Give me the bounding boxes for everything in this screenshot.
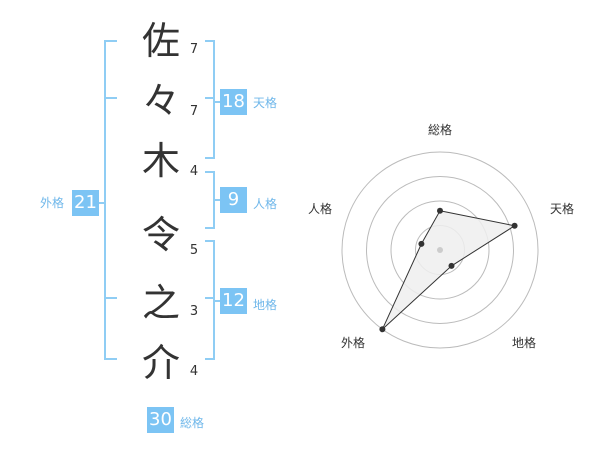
soukaku-badge: 30 bbox=[147, 407, 174, 433]
name-char-6: 介 bbox=[141, 341, 180, 385]
name-char-5: 之 bbox=[141, 281, 180, 325]
gaikaku-label: 外格 bbox=[40, 196, 65, 210]
radar-points bbox=[379, 207, 518, 333]
stroke-count-2: 7 bbox=[189, 104, 199, 119]
radar-point-3 bbox=[448, 262, 455, 269]
radar-point-4 bbox=[379, 326, 386, 333]
radar-ring-2 bbox=[390, 200, 490, 300]
outer-bracket bbox=[104, 40, 117, 360]
stroke-count-6: 4 bbox=[189, 364, 199, 379]
name-char-3: 木 bbox=[141, 139, 180, 183]
stroke-count-4: 5 bbox=[189, 243, 199, 258]
tenkaku-label: 天格 bbox=[253, 96, 278, 110]
jinkaku-label: 人格 bbox=[253, 197, 278, 211]
radar-label-tenkaku: 天格 bbox=[550, 202, 575, 216]
radar-label-soukaku: 総格 bbox=[428, 123, 453, 137]
radar-label-gaikaku: 外格 bbox=[341, 336, 366, 350]
stroke-count-3: 4 bbox=[189, 164, 199, 179]
name-char-2: 々 bbox=[141, 79, 180, 123]
radar-label-chikaku: 地格 bbox=[512, 336, 537, 350]
chikaku-badge: 12 bbox=[220, 288, 247, 314]
stroke-count-1: 7 bbox=[189, 42, 199, 57]
chikaku-label: 地格 bbox=[253, 298, 278, 312]
jinkaku-badge: 9 bbox=[220, 187, 247, 213]
stroke-count-5: 3 bbox=[189, 304, 199, 319]
radar-label-jinkaku: 人格 bbox=[308, 202, 333, 216]
tenkaku-bracket bbox=[205, 40, 215, 159]
name-char-1: 佐 bbox=[141, 19, 180, 63]
radar-point-2 bbox=[511, 222, 518, 229]
gaikaku-badge: 21 bbox=[72, 190, 99, 216]
name-char-4: 令 bbox=[141, 213, 180, 257]
radar-ring-3 bbox=[366, 176, 514, 324]
radar-point-1 bbox=[437, 207, 443, 214]
soukaku-label: 総格 bbox=[180, 416, 205, 430]
radar-ring-4 bbox=[341, 151, 539, 349]
radar-point-5 bbox=[418, 240, 425, 247]
tenkaku-badge: 18 bbox=[220, 89, 247, 115]
radar-center-dot bbox=[437, 247, 443, 253]
radar-polygon bbox=[381, 210, 516, 330]
